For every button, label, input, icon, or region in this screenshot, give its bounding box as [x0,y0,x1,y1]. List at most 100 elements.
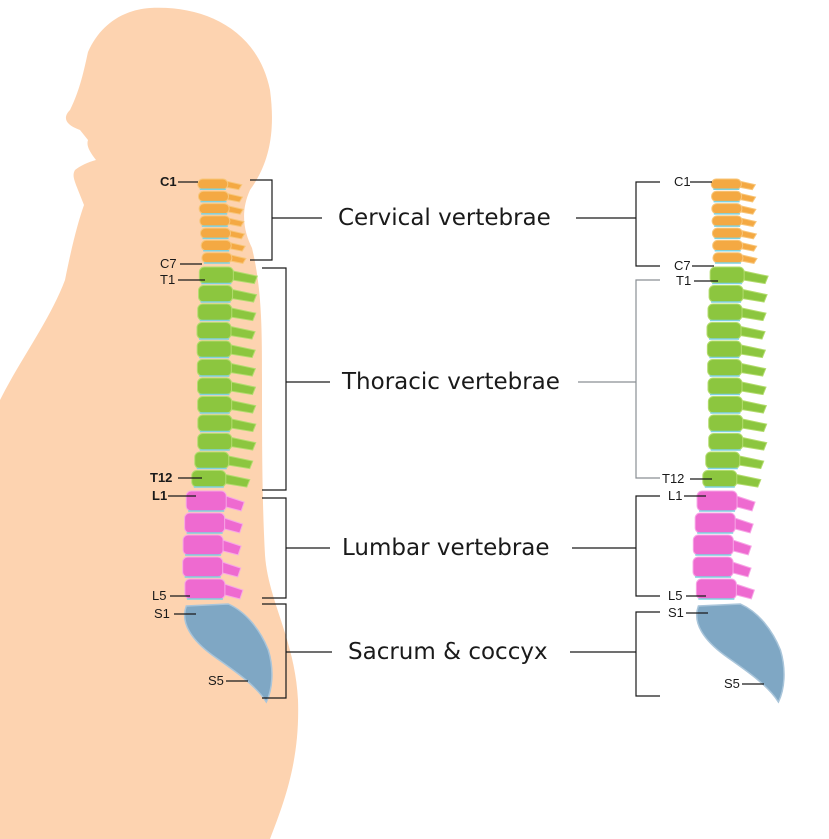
right-label-l5: L5 [668,588,682,603]
cervical-vertebra [200,227,232,239]
lumbar-process [730,538,752,556]
thoracic-process [741,270,769,285]
right-brackets [570,181,660,697]
lumbar-process [734,494,756,512]
right-vertebra-labels: C1 C7 T1 T12 L1 L5 S1 S5 [662,174,764,691]
lumbar-vertebra [696,490,738,512]
cervical-vertebra [711,203,743,215]
region-labels: Cervical vertebrae Thoracic vertebrae Lu… [338,205,560,665]
thoracic-vertebra [198,266,234,284]
bracket-lumbar-left [262,497,330,599]
thoracic-vertebra [708,285,744,303]
cervical-vertebra [201,252,233,264]
bracket-thoracic-right [578,279,660,479]
right-label-c1: C1 [674,174,691,189]
left-label-s5: S5 [208,673,224,688]
cervical-vertebra [197,190,229,203]
cervical-vertebra [710,178,742,190]
thoracic-vertebra [196,359,232,377]
label-cervical-vertebrae: Cervical vertebrae [338,205,551,231]
thoracic-process [739,399,768,414]
right-label-c7: C7 [674,258,691,273]
thoracic-vertebra [196,340,232,358]
thoracic-process [739,381,767,396]
left-label-t1: T1 [160,272,175,287]
cervical-vertebra [197,178,229,190]
bracket-cervical-left [250,179,322,261]
thoracic-vertebra [707,359,743,377]
sacrum-coccyx [183,603,273,704]
bracket-thoracic-left [262,267,330,491]
thoracic-process [739,307,767,322]
cervical-vertebra [712,252,744,264]
cervical-vertebra [199,215,231,227]
thoracic-vertebra [708,433,744,451]
cervical-vertebra [711,190,743,203]
lumbar-vertebra [182,556,224,578]
thoracic-vertebra [706,340,742,358]
thoracic-vertebra [708,414,744,432]
left-label-l1: L1 [152,488,167,503]
cervical-vertebra [200,239,232,252]
thoracic-process [734,473,762,488]
thoracic-vertebra [197,303,233,321]
lumbar-process [730,560,752,578]
left-label-c7: C7 [160,256,177,271]
lumbar-vertebra [185,490,227,512]
cervical-vertebra [712,239,744,252]
thoracic-vertebra [191,470,227,488]
thoracic-process [740,418,768,433]
cervical-vertebra [711,227,743,239]
thoracic-process [738,325,766,340]
right-label-t1: T1 [676,273,691,288]
right-label-s1: S1 [668,605,684,620]
left-vertebra-labels: C1 C7 T1 T12 L1 L5 S1 S5 [150,174,248,688]
left-brackets [250,179,332,699]
thoracic-process [740,436,768,451]
lumbar-process [733,582,755,600]
bracket-sacrum-left [262,603,332,699]
left-label-s1: S1 [154,606,170,621]
thoracic-process [738,344,767,359]
lumbar-vertebra [184,512,226,534]
cervical-vertebra [198,203,230,215]
lumbar-vertebra [182,534,224,556]
left-label-c1: C1 [160,174,177,189]
thoracic-vertebra [197,433,233,451]
thoracic-vertebra [705,451,741,469]
left-label-l5: L5 [152,588,166,603]
right-label-t12: T12 [662,471,684,486]
lumbar-process [732,516,754,534]
right-label-s5: S5 [724,676,740,691]
cervical-vertebra [711,215,743,227]
lumbar-vertebra [692,556,734,578]
bracket-sacrum-right [570,611,660,697]
label-thoracic-vertebrae: Thoracic vertebrae [341,369,560,395]
thoracic-process [740,288,768,303]
thoracic-vertebra [197,377,233,395]
lumbar-vertebra [694,512,736,534]
label-sacrum-coccyx: Sacrum & coccyx [348,639,548,665]
bracket-lumbar-right [572,495,660,597]
right-spine [692,178,785,704]
thoracic-process [739,362,767,377]
label-lumbar-vertebrae: Lumbar vertebrae [342,535,550,561]
lumbar-vertebra [184,578,226,600]
sacrum-coccyx [696,603,785,704]
thoracic-vertebra [707,377,743,395]
thoracic-vertebra [194,451,230,469]
thoracic-vertebra [198,285,234,303]
thoracic-process [737,455,765,470]
thoracic-vertebra [197,414,233,432]
left-label-t12: T12 [150,470,172,485]
bracket-cervical-right [576,181,660,267]
thoracic-vertebra [707,396,743,414]
thoracic-vertebra [706,322,742,340]
thoracic-vertebra [196,322,232,340]
thoracic-vertebra [197,396,233,414]
thoracic-vertebra [707,303,743,321]
right-label-l1: L1 [668,488,682,503]
left-spine [182,178,273,704]
lumbar-vertebra [692,534,734,556]
